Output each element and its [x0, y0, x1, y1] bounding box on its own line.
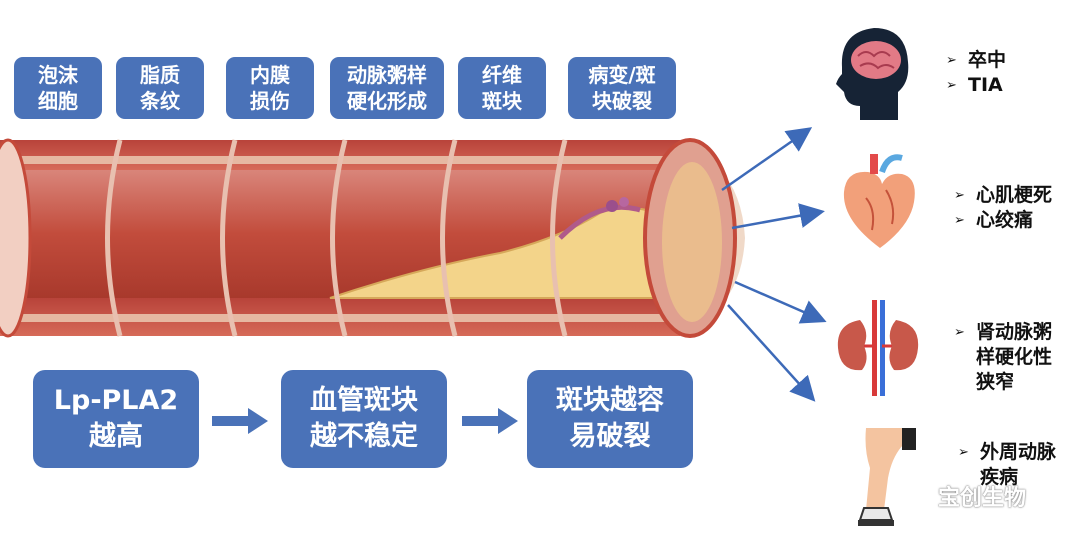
flow-arrow-2 — [462, 408, 518, 434]
leg-icon — [858, 428, 916, 526]
bullet-arrow-icon: ➢ — [946, 53, 957, 68]
brain-head-icon — [836, 28, 909, 120]
outcome-item: ➢外周动脉 疾病 — [958, 441, 1057, 488]
stage-label-fibrous-plaque: 纤维 斑块 — [458, 57, 546, 119]
outcome-item: ➢心肌梗死 — [954, 184, 1053, 206]
bullet-arrow-icon: ➢ — [954, 188, 965, 203]
outcome-list-leg: ➢外周动脉 疾病 — [958, 440, 1056, 490]
stage-label-foam-cells: 泡沫 细胞 — [14, 57, 102, 119]
outcome-item: ➢肾动脉粥 样硬化性 狭窄 — [954, 321, 1053, 393]
watermark: 宝创生物 — [896, 480, 1026, 512]
bullet-arrow-icon: ➢ — [954, 213, 965, 228]
outcome-list-brain: ➢卒中 ➢TIA — [946, 48, 1006, 98]
stage-label-atherosclerosis: 动脉粥样 硬化形成 — [330, 57, 444, 119]
flow-box-unstable-plaque: 血管斑块 越不稳定 — [281, 370, 447, 468]
bullet-arrow-icon: ➢ — [946, 78, 957, 93]
outcome-item: ➢TIA — [946, 74, 1003, 96]
wechat-icon — [896, 483, 929, 508]
stage-label-lipid-streak: 脂质 条纹 — [116, 57, 204, 119]
flow-arrow-1 — [212, 408, 268, 434]
stage-label-intima-injury: 内膜 损伤 — [226, 57, 314, 119]
watermark-text: 宝创生物 — [938, 486, 1027, 511]
flow-box-rupture-prone: 斑块越容 易破裂 — [527, 370, 693, 468]
heart-icon — [843, 154, 915, 248]
outcome-item: ➢心绞痛 — [954, 209, 1034, 231]
artery-illustration — [0, 138, 745, 338]
stage-label-plaque-rupture: 病变/斑 块破裂 — [568, 57, 676, 119]
outcome-list-heart: ➢心肌梗死 ➢心绞痛 — [954, 183, 1052, 233]
bullet-arrow-icon: ➢ — [954, 325, 965, 340]
outcome-item: ➢卒中 — [946, 49, 1007, 71]
outcome-list-kidney: ➢肾动脉粥 样硬化性 狭窄 — [954, 320, 1052, 395]
kidney-icon — [837, 300, 919, 396]
bullet-arrow-icon: ➢ — [958, 445, 969, 460]
flow-box-lp-pla2: Lp-PLA2 越高 — [33, 370, 199, 468]
